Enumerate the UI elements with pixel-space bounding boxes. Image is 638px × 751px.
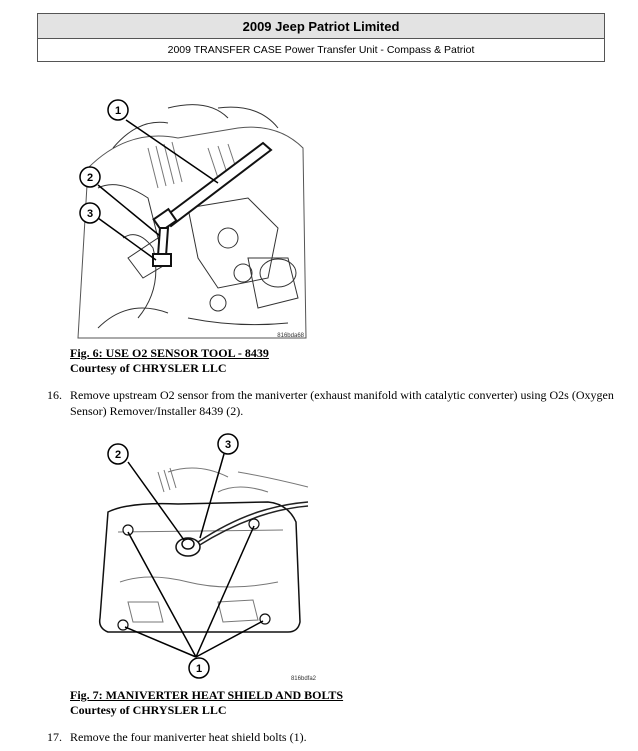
figure-6-caption: Fig. 6: USE O2 SENSOR TOOL - 8439 Courte… <box>70 346 269 376</box>
step-text: Remove upstream O2 sensor from the maniv… <box>70 388 614 418</box>
page-header: 2009 Jeep Patriot Limited 2009 TRANSFER … <box>37 13 605 62</box>
bolt <box>122 524 134 536</box>
caption-title: Fig. 6: USE O2 SENSOR TOOL - 8439 <box>70 346 269 360</box>
callout-3-label: 3 <box>87 208 93 220</box>
caption-credit: Courtesy of CHRYSLER LLC <box>70 703 227 717</box>
step-number: 16. <box>47 388 62 402</box>
bolt <box>117 619 129 631</box>
document-subtitle: 2009 TRANSFER CASE Power Transfer Unit -… <box>38 39 604 61</box>
callout-1-label: 1 <box>196 663 202 675</box>
callout-2 <box>79 166 101 188</box>
callout-1-label: 1 <box>115 105 121 117</box>
caption-title: Fig. 7: MANIVERTER HEAT SHIELD AND BOLTS <box>70 688 344 702</box>
callout-1 <box>188 657 210 679</box>
callout-2-label: 2 <box>115 449 121 461</box>
callout-3 <box>79 202 101 224</box>
figure-7-caption: Fig. 7: MANIVERTER HEAT SHIELD AND BOLTS… <box>70 688 343 718</box>
caption-credit: Courtesy of CHRYSLER LLC <box>70 361 227 375</box>
callout-3 <box>217 433 239 455</box>
callout-2-label: 2 <box>87 172 93 184</box>
callout-1 <box>107 99 129 121</box>
figure-6-illustration: 1 2 3 816bda68 <box>77 99 307 339</box>
figure-7-illustration: 1 2 3 816bdfa2 <box>98 433 317 682</box>
image-code: 816bdfa2 <box>291 676 317 682</box>
image-code: 816bda68 <box>277 333 304 339</box>
document-title: 2009 Jeep Patriot Limited <box>38 14 604 39</box>
step-text: Remove the four maniverter heat shield b… <box>70 730 307 744</box>
step-number: 17. <box>47 730 62 744</box>
callout-3-label: 3 <box>225 439 231 451</box>
bolt <box>248 518 260 530</box>
callout-2 <box>107 443 129 465</box>
